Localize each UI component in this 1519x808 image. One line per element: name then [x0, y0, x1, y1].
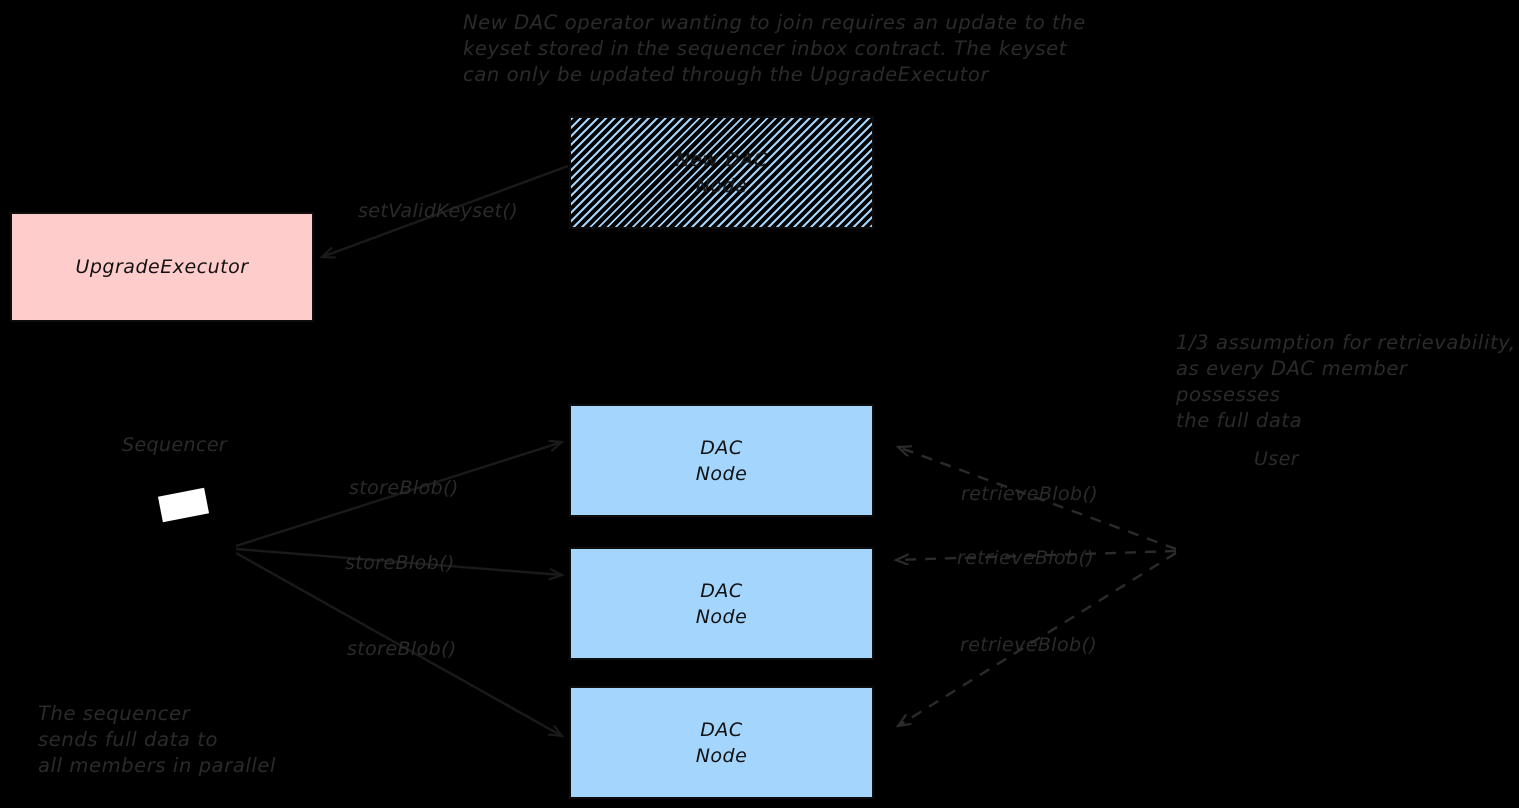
edge-label-retrieve-blob-3: retrieveBlob()	[960, 634, 1098, 656]
node-new-dac-node-line1: New DAC	[675, 148, 768, 171]
node-dac-node-2[interactable]: DAC Node	[569, 547, 874, 660]
node-upgrade-executor-label: UpgradeExecutor	[75, 256, 249, 278]
note-right-retrievability: 1/3 assumption for retrievability, as ev…	[1176, 331, 1516, 432]
node-dac-node-3[interactable]: DAC Node	[569, 686, 874, 799]
edge-label-retrieve-blob-1: retrieveBlob()	[961, 483, 1099, 505]
note-top: New DAC operator wanting to join require…	[463, 11, 1086, 86]
node-dac-node-1-line2: Node	[695, 462, 748, 485]
node-dac-node-3-line1: DAC	[700, 718, 743, 741]
edge-label-store-blob-1: storeBlob()	[349, 477, 459, 499]
actor-user-label: User	[1254, 448, 1299, 470]
edge-label-set-valid-keyset: setValidKeyset()	[358, 200, 519, 222]
edge-label-retrieve-blob-2: retrieveBlob()	[957, 547, 1095, 569]
node-new-dac-node-line2: Node	[695, 174, 748, 197]
node-dac-node-2-line2: Node	[695, 605, 748, 628]
note-bottom-left-parallel: The sequencer sends full data to all mem…	[38, 702, 277, 777]
sequencer-icon	[157, 487, 210, 523]
edge-label-store-blob-2: storeBlob()	[345, 552, 455, 574]
node-dac-node-2-line1: DAC	[700, 579, 743, 602]
actor-sequencer-label: Sequencer	[122, 434, 228, 456]
node-upgrade-executor[interactable]: UpgradeExecutor	[10, 212, 314, 322]
node-dac-node-1-line1: DAC	[700, 436, 743, 459]
edge-label-store-blob-3: storeBlob()	[347, 638, 457, 660]
node-new-dac-node[interactable]: New DAC Node	[569, 116, 874, 229]
node-dac-node-3-line2: Node	[695, 744, 748, 767]
node-dac-node-1[interactable]: DAC Node	[569, 404, 874, 517]
